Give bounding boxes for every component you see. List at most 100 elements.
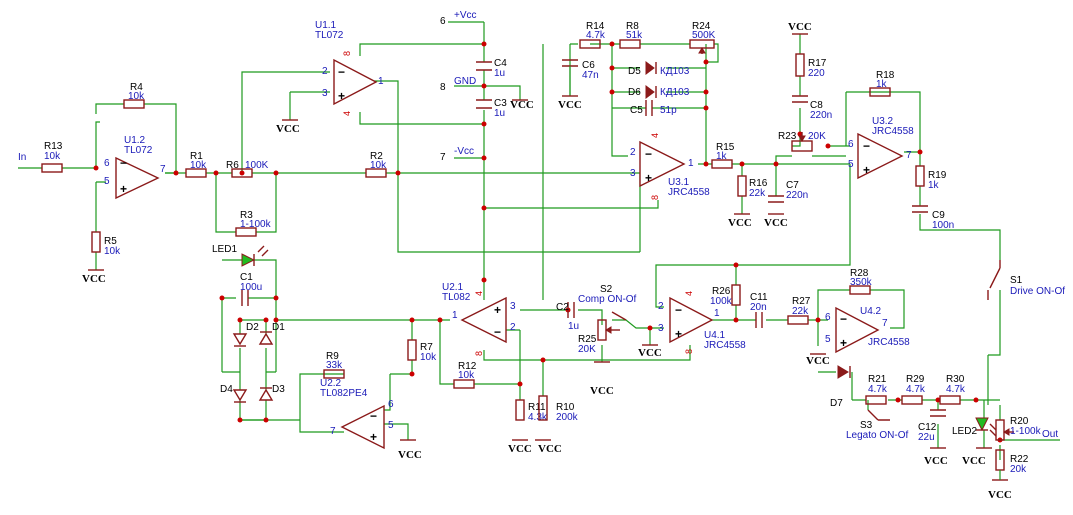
r18-ref: R18 <box>876 70 895 81</box>
d2-label: D2 <box>246 322 259 333</box>
svg-text:1: 1 <box>378 76 384 87</box>
c3-ref: C3 <box>494 98 507 109</box>
c7-ref: C7 <box>786 180 799 191</box>
vcc-u4-1: VCC <box>638 347 662 359</box>
led2-label: LED2 <box>952 426 977 437</box>
input-port-label: In <box>18 152 26 163</box>
vcc-u4-2: VCC <box>806 355 830 367</box>
r19-ref: R19 <box>928 170 947 181</box>
c12-value: 22u <box>918 432 935 443</box>
svg-text:7: 7 <box>882 318 888 329</box>
svg-text:4: 4 <box>684 291 694 296</box>
vcc-u2-2: VCC <box>398 449 422 461</box>
d1-label: D1 <box>272 322 285 333</box>
r27-value: 22k <box>792 306 809 317</box>
r29-ref: R29 <box>906 374 925 385</box>
vcc-c7: VCC <box>764 217 788 229</box>
r17-ref: R17 <box>808 58 827 69</box>
r18-value: 1k <box>876 79 888 90</box>
svg-text:4: 4 <box>342 111 352 116</box>
rail-gnd-label: GND <box>454 76 476 87</box>
r12-ref: R12 <box>458 361 477 372</box>
r16-value: 22k <box>749 188 766 199</box>
r15-ref: R15 <box>716 142 735 153</box>
d6-ref: D6 <box>628 87 641 98</box>
u3-2-ref: U3.2 <box>872 116 894 127</box>
u1-2-part: TL072 <box>124 145 153 156</box>
r5-ref: R5 <box>104 236 117 247</box>
r26-value: 100k <box>710 296 733 307</box>
svg-text:2: 2 <box>510 322 516 333</box>
svg-text:6: 6 <box>104 158 110 169</box>
resistors: R13 10k R4 10k R5 10k R1 10k R6 100K R3 … <box>41 21 1042 475</box>
u2-2-ref: U2.2 <box>320 378 342 389</box>
r22-value: 20k <box>1010 464 1027 475</box>
d5-value: КД103 <box>660 66 690 77</box>
r20-value: 1-100k <box>1010 426 1042 437</box>
svg-text:3: 3 <box>630 168 636 179</box>
u2-1-part: TL082 <box>442 292 471 303</box>
d7-label: D7 <box>830 398 843 409</box>
svg-text:+: + <box>675 327 682 341</box>
r8-ref: R8 <box>626 21 639 32</box>
r23-ref: R23 <box>778 131 797 142</box>
u1-1-ref: U1.1 <box>315 20 337 31</box>
u1-1-part: TL072 <box>315 30 344 41</box>
s3-label: Legato ON-Of <box>846 430 908 441</box>
svg-text:−: − <box>120 156 127 170</box>
r17-value: 220 <box>808 68 825 79</box>
c4-ref: C4 <box>494 58 507 69</box>
svg-text:1: 1 <box>714 308 720 319</box>
r10-ref: R10 <box>556 402 575 413</box>
junctions <box>93 41 1003 443</box>
vcc-r25: VCC <box>590 385 614 397</box>
svg-text:8: 8 <box>650 195 660 200</box>
vcc-c6: VCC <box>558 99 582 111</box>
c11-ref: C11 <box>750 292 768 303</box>
svg-text:3: 3 <box>322 88 328 99</box>
r11-value: 4.3k <box>528 412 548 423</box>
c3-value: 1u <box>494 108 505 119</box>
r4-ref: R4 <box>130 82 143 93</box>
c12-ref: C12 <box>918 422 937 433</box>
vcc-u1-1: VCC <box>276 123 300 135</box>
r10-value: 200k <box>556 412 579 423</box>
svg-text:3: 3 <box>658 323 664 334</box>
u1-2-ref: U1.2 <box>124 135 146 146</box>
u4-1-part: JRC4558 <box>704 340 746 351</box>
svg-text:2: 2 <box>630 147 636 158</box>
c6-value: 47n <box>582 70 599 81</box>
opamp-u4-2: −+ 657 U4.2 JRC4558 <box>825 306 910 354</box>
svg-text:−: − <box>370 409 377 423</box>
led1-label: LED1 <box>212 244 237 255</box>
svg-text:5: 5 <box>104 176 110 187</box>
r16-ref: R16 <box>749 178 768 189</box>
r20-ref: R20 <box>1010 416 1029 427</box>
svg-text:−: − <box>863 139 870 153</box>
svg-text:+: + <box>338 89 345 103</box>
d5-ref: D5 <box>628 66 641 77</box>
c4-value: 1u <box>494 68 505 79</box>
c2-ref: C2 <box>556 302 569 313</box>
r13-value: 10k <box>44 151 61 162</box>
u2-2-part: TL082PE4 <box>320 388 368 399</box>
svg-text:7: 7 <box>160 164 166 175</box>
svg-text:−: − <box>645 147 652 161</box>
r30-value: 4.7k <box>946 384 966 395</box>
svg-text:+: + <box>120 182 127 196</box>
rail-gnd-num: 8 <box>440 82 446 93</box>
vcc-led2: VCC <box>962 455 986 467</box>
output-port-label: Out <box>1042 429 1058 440</box>
vcc-gnd: VCC <box>510 99 534 111</box>
svg-text:−: − <box>494 325 501 339</box>
c9-value: 100n <box>932 220 954 231</box>
svg-text:3: 3 <box>510 301 516 312</box>
svg-text:6: 6 <box>848 139 854 150</box>
opamp-u3-2: −+ 657 U3.2 JRC4558 <box>848 116 914 180</box>
svg-text:−: − <box>338 65 345 79</box>
c1-value: 100u <box>240 282 262 293</box>
r27-ref: R27 <box>792 296 811 307</box>
s2-label: Comp ON-Of <box>578 294 637 305</box>
svg-text:8: 8 <box>342 51 352 56</box>
